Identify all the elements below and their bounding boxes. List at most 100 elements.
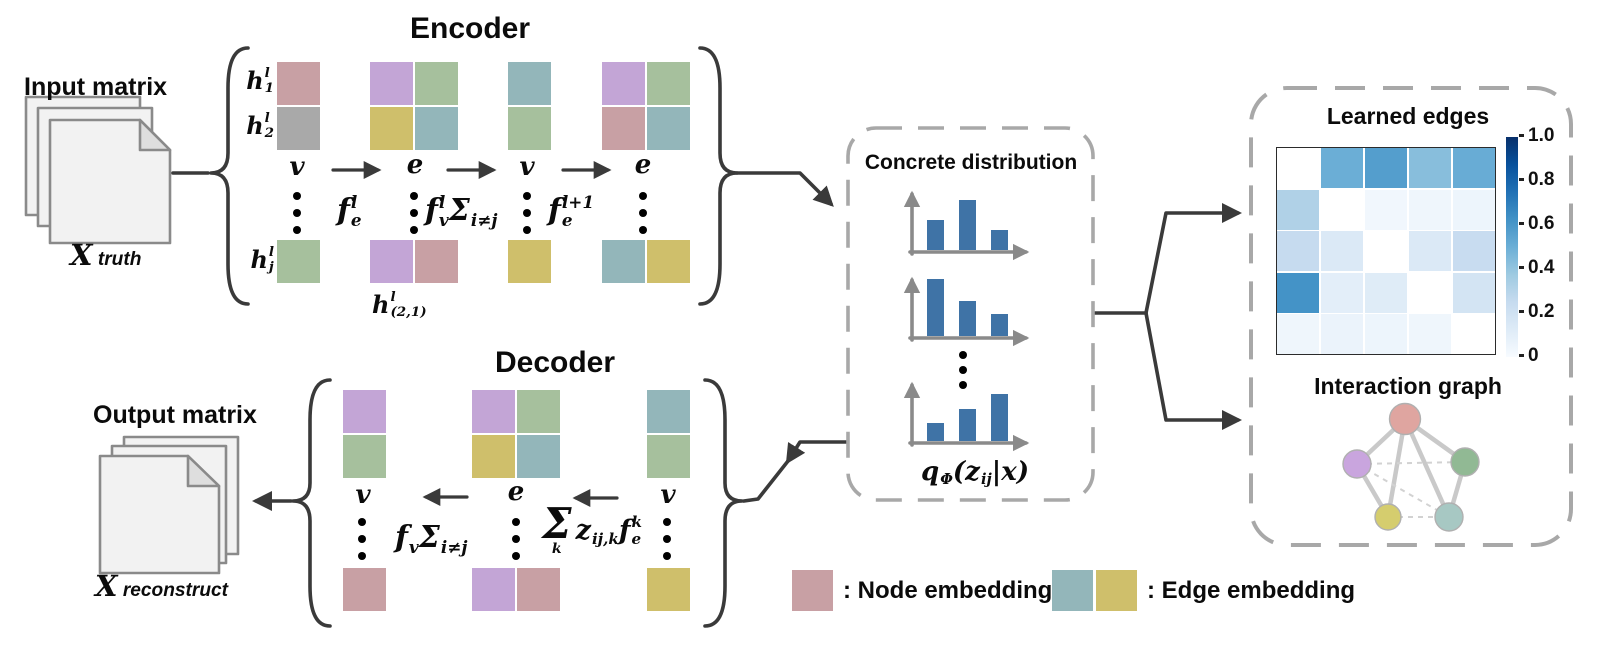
distribution-bar bbox=[927, 279, 944, 336]
decoder-node2-column-top bbox=[647, 390, 690, 478]
embedding-square-gray bbox=[277, 107, 320, 150]
input-matrix-title: Input matrix bbox=[24, 73, 168, 101]
decoder-left-brace bbox=[291, 378, 332, 628]
edge-purple-green-dashed bbox=[1356, 461, 1466, 465]
embedding-square-purple bbox=[602, 62, 645, 105]
concrete-to-decoder-tail bbox=[742, 459, 790, 503]
embedding-square-green bbox=[343, 435, 386, 478]
graph-node-purple bbox=[1342, 449, 1372, 479]
distribution-chart-3 bbox=[916, 379, 1028, 441]
embedding-square-green bbox=[508, 107, 551, 150]
encoder-edge-column-bottom bbox=[370, 240, 458, 283]
encoder-edge2-column-bottom bbox=[602, 240, 690, 283]
heatmap-cell bbox=[1452, 189, 1495, 230]
decoder-node2-column-bottom bbox=[647, 568, 690, 611]
vertical-dots bbox=[293, 192, 301, 234]
heatmap-cell bbox=[1408, 189, 1452, 230]
encoder-axis-label-v1: v bbox=[289, 152, 305, 182]
heatmap-cell bbox=[1364, 189, 1408, 230]
graph-node-green bbox=[1450, 447, 1480, 477]
embedding-square-green bbox=[517, 390, 560, 433]
embedding-square-green bbox=[647, 435, 690, 478]
distribution-chart-2 bbox=[916, 274, 1028, 336]
heatmap-cell bbox=[1277, 148, 1320, 188]
results-box bbox=[1249, 86, 1573, 547]
heatmap-cell bbox=[1408, 231, 1452, 271]
graph-node-pink bbox=[1388, 402, 1422, 436]
embedding-square-pink bbox=[277, 62, 320, 105]
decoder-axis-label-v2: v bbox=[660, 480, 676, 510]
heatmap-cell bbox=[1364, 231, 1408, 271]
vertical-dots bbox=[410, 192, 418, 234]
embedding-square-teal bbox=[508, 62, 551, 105]
encoder-edge-column-top bbox=[370, 62, 458, 150]
colorbar-tick-label: 1.0 bbox=[1528, 125, 1555, 146]
encoder-axis-label-v2: v bbox=[519, 152, 535, 182]
legend-edge-swatch-teal bbox=[1052, 570, 1093, 611]
distribution-bar bbox=[991, 394, 1008, 441]
colorbar-tick-label: 0.8 bbox=[1528, 169, 1555, 190]
learned-edges-heatmap bbox=[1276, 147, 1496, 355]
graph-node-teal bbox=[1434, 502, 1464, 532]
decoder-node-column-bottom bbox=[343, 568, 386, 611]
concrete-to-graph-arrow bbox=[1144, 311, 1243, 431]
embedding-square-yellow bbox=[370, 107, 413, 150]
heatmap-cell bbox=[1452, 314, 1495, 354]
decoder-edge-column-bottom bbox=[472, 568, 560, 611]
colorbar-tick-label: 0 bbox=[1528, 345, 1539, 366]
vertical-dots bbox=[959, 351, 967, 389]
embedding-square-pink bbox=[415, 240, 458, 283]
decoder-edge-column-top bbox=[472, 390, 560, 478]
heatmap-cell bbox=[1364, 272, 1408, 313]
vertical-dots bbox=[663, 518, 671, 560]
output-matrix-title: Output matrix bbox=[93, 401, 257, 429]
heatmap-cell bbox=[1277, 231, 1320, 271]
embedding-square-green bbox=[647, 62, 690, 105]
legend-edge-swatch-yellow bbox=[1096, 570, 1137, 611]
embedding-square-teal bbox=[647, 390, 690, 433]
embedding-square-purple bbox=[370, 240, 413, 283]
embedding-square-pink bbox=[343, 568, 386, 611]
encoder-title: Encoder bbox=[409, 12, 531, 45]
decoder-axis-label-e: e bbox=[507, 477, 525, 507]
embedding-square-teal bbox=[415, 107, 458, 150]
legend-node-swatch bbox=[792, 570, 833, 611]
heatmap-cell bbox=[1408, 314, 1452, 354]
encoder-node2-column-bottom bbox=[508, 240, 551, 283]
distribution-bar bbox=[991, 314, 1008, 336]
heatmap-cell bbox=[1320, 148, 1364, 188]
output-matrix-variable: X reconstruct bbox=[95, 569, 229, 603]
embedding-square-green bbox=[415, 62, 458, 105]
encoder-to-concrete-arrow bbox=[735, 171, 834, 207]
heatmap-cell bbox=[1277, 272, 1320, 313]
embedding-square-purple bbox=[472, 390, 515, 433]
concrete-distribution-box bbox=[846, 126, 1095, 502]
legend-edge-label: : Edge embedding bbox=[1147, 577, 1356, 604]
edge-purple-teal-dashed bbox=[1356, 463, 1450, 518]
interaction-graph-title: Interaction graph bbox=[1314, 373, 1502, 399]
page-front-fold bbox=[138, 118, 172, 152]
page-front-fold bbox=[186, 454, 221, 488]
distribution-bar bbox=[927, 423, 944, 441]
decoder-right-brace bbox=[703, 378, 744, 628]
encoder-node-column-bottom bbox=[277, 240, 320, 283]
embedding-square-purple bbox=[472, 568, 515, 611]
vertical-dots bbox=[639, 192, 647, 234]
embedding-square-teal bbox=[517, 435, 560, 478]
edge-pink-yellow bbox=[1385, 418, 1408, 518]
colorbar-tick-label: 0.6 bbox=[1528, 213, 1555, 234]
edge-pink-teal bbox=[1402, 418, 1452, 518]
heatmap-cell bbox=[1320, 189, 1364, 230]
colorbar-tick-label: 0.4 bbox=[1528, 257, 1555, 278]
heatmap-cell bbox=[1452, 272, 1495, 313]
vertical-dots bbox=[523, 192, 531, 234]
embedding-square-pink bbox=[602, 107, 645, 150]
heatmap-cell bbox=[1277, 189, 1320, 230]
interaction-graph-nodes bbox=[1342, 402, 1480, 532]
concrete-to-decoder-arrow bbox=[785, 440, 848, 465]
